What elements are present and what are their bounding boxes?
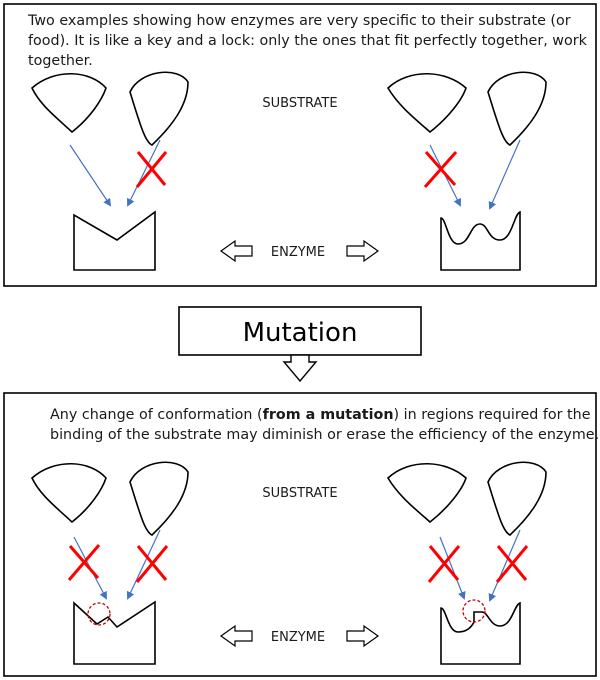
binding-arrow <box>69 144 112 207</box>
top-caption: Two examples showing how enzymes are ver… <box>28 13 587 69</box>
mutation-banner <box>178 306 422 356</box>
enzyme-v-notch-shape <box>73 210 156 271</box>
red-cross-icon <box>135 545 169 583</box>
substrate-notched-shape <box>129 461 189 536</box>
substrate-round-shape <box>31 462 107 524</box>
enzyme-mutated-wavy-shape <box>440 601 521 665</box>
red-cross-icon <box>495 545 529 583</box>
red-cross-icon <box>427 545 461 583</box>
substrate-notched-shape <box>129 71 189 146</box>
substrate-label: SUBSTRATE <box>262 486 337 501</box>
binding-arrow <box>488 139 521 210</box>
red-cross-icon <box>135 151 168 188</box>
binding-arrow <box>127 139 161 207</box>
bottom-caption: Any change of conformation (from a mutat… <box>50 405 600 445</box>
red-cross-icon <box>67 544 101 581</box>
down-arrow-icon <box>282 354 318 383</box>
substrate-notched-shape <box>487 71 547 146</box>
substrate-notched-shape <box>487 461 547 536</box>
double-arrow-icon <box>219 624 380 648</box>
bottom-panel-frame <box>3 392 597 677</box>
binding-arrow <box>126 529 161 600</box>
binding-arrow <box>439 536 466 600</box>
enzyme-mutated-v-notch-shape <box>73 600 156 665</box>
red-cross-icon <box>423 151 458 188</box>
dashed-circle-icon <box>462 599 486 623</box>
double-arrow-icon <box>219 239 380 263</box>
mutation-label: Mutation <box>243 318 358 348</box>
substrate-round-shape <box>386 462 467 524</box>
substrate-round-shape <box>31 72 107 134</box>
bottom-caption-end: ) in regions required for the binding of… <box>50 407 600 443</box>
bottom-caption-start: Any change of conformation ( <box>50 407 263 423</box>
enzyme-wavy-shape <box>440 210 521 271</box>
enzyme-label: ENZYME <box>271 245 325 260</box>
top-panel-frame <box>3 3 597 287</box>
bottom-caption-emphasis: from a mutation <box>262 407 394 423</box>
substrate-round-shape <box>386 72 467 134</box>
substrate-label: SUBSTRATE <box>262 96 337 111</box>
enzyme-label: ENZYME <box>271 630 325 645</box>
binding-arrow <box>488 529 521 602</box>
dashed-circle-icon <box>87 602 111 626</box>
